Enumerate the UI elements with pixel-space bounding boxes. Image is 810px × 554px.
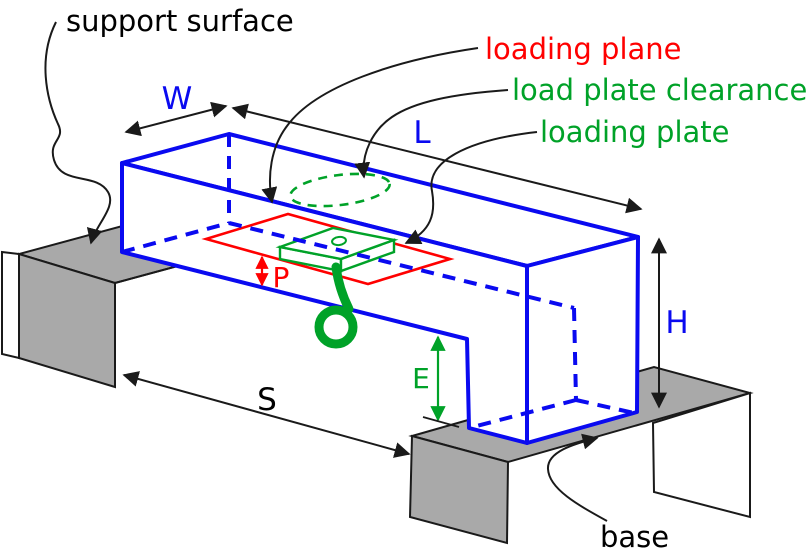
support-surface-leader <box>44 21 112 245</box>
l-dimension-label: L <box>413 115 431 151</box>
loading-plane-leader <box>261 47 479 204</box>
load-plate-clearance-label: load plate clearance <box>512 73 807 107</box>
load-hook-stem <box>331 262 354 314</box>
loading-plate-label: loading plate <box>540 115 730 149</box>
hidden-edge-leg-bottom-left <box>468 398 577 430</box>
w-dimension-line <box>124 101 228 137</box>
load-plate-clearance-leader <box>354 89 509 179</box>
l-dimension-line <box>231 103 643 214</box>
support-surface-label: support surface <box>66 4 294 38</box>
base-front-left-face <box>408 434 510 545</box>
load-hook-eye <box>314 305 358 349</box>
hidden-edge-step-back-vertical <box>572 307 578 401</box>
loading-plate-leader <box>404 131 538 244</box>
dimension-arrows <box>122 101 667 458</box>
s-dimension-line <box>122 371 411 458</box>
support-front-face <box>18 252 116 389</box>
loading-plane-outline <box>201 212 455 286</box>
base-front-right-face <box>651 391 751 519</box>
loading-plate-top-face <box>275 226 399 261</box>
loading-plane-label: loading plane <box>485 32 682 66</box>
base-label: base <box>600 520 669 554</box>
p-dimension-label: P <box>273 261 290 294</box>
e-dimension-label: E <box>412 362 430 395</box>
support-edge-slice <box>0 250 20 360</box>
w-dimension-label: W <box>162 81 193 117</box>
hidden-edge-leg-bottom-back <box>575 398 635 415</box>
loading-plane-rect: P <box>201 212 455 294</box>
loading-plate-hole <box>331 235 347 247</box>
h-dimension-label: H <box>665 305 688 341</box>
load-hook <box>314 262 358 349</box>
base-leader <box>546 433 608 522</box>
e-base-level-tick <box>422 416 460 428</box>
s-dimension-label: S <box>257 382 277 418</box>
hidden-edge-bottom-back <box>228 221 575 310</box>
leader-lines <box>44 21 608 522</box>
specimen-hidden-edges <box>121 134 635 430</box>
hidden-edge-left-bottom <box>121 221 230 254</box>
